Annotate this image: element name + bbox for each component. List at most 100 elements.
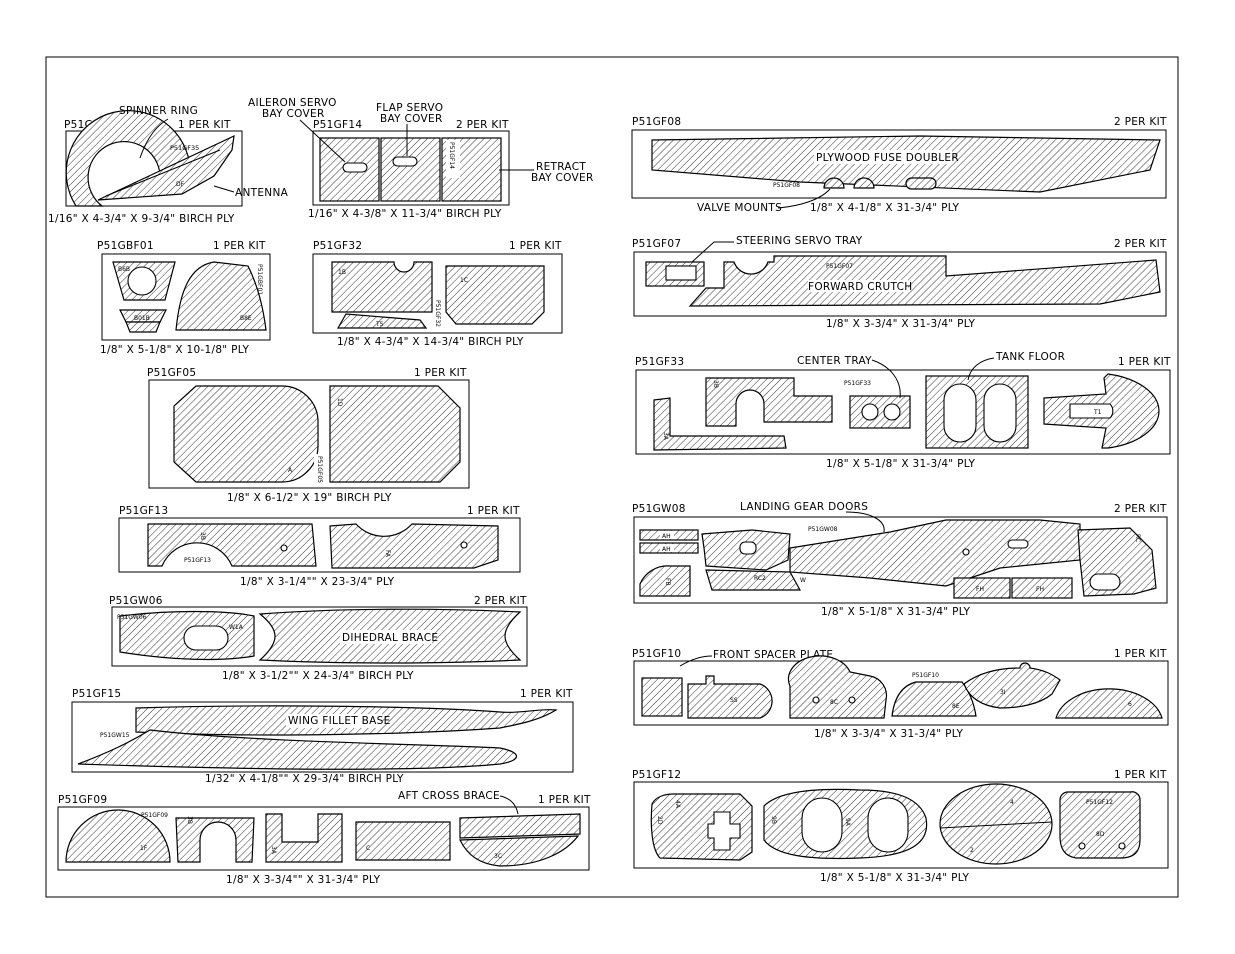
- valve-mount: [853, 177, 875, 189]
- part-3b: [147, 523, 317, 567]
- part-label: P51GF32: [434, 300, 441, 327]
- part-label: A: [288, 467, 293, 474]
- sheet-qty: 1 PER KIT: [414, 367, 467, 379]
- sheet-p51gf35: P51GF35 1 PER KIT P51GF35 DF SPINNER RIN…: [48, 105, 289, 225]
- callout-landing-gear-doors: LANDING GEAR DOORS: [740, 501, 868, 513]
- part-label: DF: [176, 181, 185, 188]
- part-label: 2: [970, 847, 974, 854]
- sheet-material: 1/8" X 5-1/8" X 31-3/4" PLY: [826, 458, 975, 470]
- part-label: P51GF33: [844, 380, 871, 387]
- sheet-material: 1/8" X 3-3/4" X 31-3/4" PLY: [814, 728, 963, 740]
- part-3c: [459, 835, 580, 867]
- flap-servo-cover: [380, 137, 441, 202]
- part-label: P51GW06: [117, 614, 147, 621]
- sheet-id: P51GF05: [147, 367, 196, 379]
- callout-retract: RETRACT: [536, 161, 586, 173]
- part-label: SS: [730, 697, 738, 704]
- bulkhead-part: [173, 385, 319, 483]
- part-label: P51GF05: [316, 456, 323, 483]
- sheet-p51gf33: P51GF33 1 PER KIT 3A 3B P51GF33 CENTER T…: [635, 351, 1171, 470]
- sheet-p51gf09: P51GF09 1 PER KIT 1F P51GF09 3B 3A C 3C …: [57, 790, 591, 886]
- sheet-qty: 1 PER KIT: [538, 794, 591, 806]
- sheet-qty: 2 PER KIT: [1114, 116, 1167, 128]
- sheet-qty: 1 PER KIT: [1114, 769, 1167, 781]
- part-1c: [445, 265, 545, 325]
- sheet-material: 1/16" X 4-3/8" X 11-3/4" BIRCH PLY: [308, 208, 502, 220]
- callout-tank-floor: TANK FLOOR: [995, 351, 1065, 363]
- sheet-p51gf05: P51GF05 1 PER KIT 1D A P51GF05 1/8" X 6-…: [147, 367, 470, 504]
- callout-spinner-ring: SPINNER RING: [119, 105, 198, 117]
- part-3b: [705, 377, 833, 427]
- callout-antenna: ANTENNA: [235, 187, 289, 199]
- sheet-qty: 1 PER KIT: [213, 240, 266, 252]
- aft-cross-brace: [459, 813, 581, 839]
- sheet-p51gf13: P51GF13 1 PER KIT 3B P51GF13 FA 1/8" X 3…: [118, 505, 521, 588]
- part-label: W1A: [229, 624, 244, 631]
- callout-forward-crutch: FORWARD CRUTCH: [808, 281, 912, 293]
- sheet-p51gf15: P51GF15 1 PER KIT WING FILLET BASE P51GW…: [71, 688, 574, 785]
- part-label: FB: [664, 578, 671, 586]
- part-label: P51GF13: [184, 557, 211, 564]
- sheet-id: P51GF09: [58, 794, 107, 806]
- part-3a: [265, 813, 343, 863]
- sheet-material: 1/8" X 5-1/8" X 31-3/4" PLY: [821, 606, 970, 618]
- part-label: 9A: [844, 818, 851, 827]
- part-ss: [687, 675, 773, 719]
- part-label: 1F: [140, 845, 148, 852]
- sheet-id: P51GF12: [632, 769, 681, 781]
- part-label: 8D: [1096, 831, 1105, 838]
- sheet-p51gf10: P51GF10 1 PER KIT FRONT SPACER PLATE SS …: [632, 648, 1169, 740]
- part-label: 4: [1010, 799, 1014, 806]
- part-label: P51GF12: [1086, 799, 1113, 806]
- sheet-qty: 1 PER KIT: [467, 505, 520, 517]
- sheet-qty: 2 PER KIT: [1114, 503, 1167, 515]
- callout-dihedral-brace: DIHEDRAL BRACE: [342, 632, 438, 644]
- part-c: [355, 821, 451, 861]
- part-label: P51GF10: [912, 672, 939, 679]
- sheet-material: 1/8" X 3-1/2"" X 24-3/4" BIRCH PLY: [222, 670, 414, 682]
- part-fb: [639, 565, 691, 597]
- part-label: 8E: [952, 703, 960, 710]
- sheet-id: P51GF14: [313, 119, 362, 131]
- sheet-qty: 2 PER KIT: [1114, 238, 1167, 250]
- part-label: P51GF08: [773, 182, 800, 189]
- sheet-qty: 1 PER KIT: [520, 688, 573, 700]
- part-label: P51GF14: [448, 142, 455, 169]
- part-6: [1055, 688, 1163, 719]
- sheet-p51gf07: P51GF07 2 PER KIT FORWARD CRUTCH P51GF07…: [632, 235, 1167, 330]
- part-fh: [953, 577, 1011, 599]
- sheet-qty: 1 PER KIT: [1118, 356, 1171, 368]
- part-label: P51GF35: [170, 144, 199, 152]
- front-spacer-plate: [641, 677, 683, 717]
- sheet-material: 1/8" X 3-3/4" X 31-3/4" PLY: [826, 318, 975, 330]
- part-label: P51GW15: [100, 732, 130, 739]
- bulkhead-8e: [175, 261, 267, 331]
- part-label: 4A: [674, 800, 681, 809]
- sheet-material: 1/16" X 4-3/4" X 9-3/4" BIRCH PLY: [48, 213, 235, 225]
- sheet-material: 1/8" X 5-1/8" X 31-3/4" PLY: [820, 872, 969, 884]
- callout-steering-servo-tray: STEERING SERVO TRAY: [736, 235, 863, 247]
- sheet-id: P51GF10: [632, 648, 681, 660]
- part-3i: [963, 662, 1061, 709]
- part-label: 1B: [338, 269, 346, 276]
- part-label: T1: [1093, 409, 1102, 416]
- part-label: 6: [1128, 701, 1132, 708]
- part-label: RC2: [754, 575, 766, 582]
- valve-mount: [905, 177, 937, 190]
- part-fh: [1011, 577, 1073, 599]
- part-8e: [891, 681, 977, 717]
- forward-crutch: [688, 255, 1161, 307]
- part-label: 3B: [186, 816, 193, 824]
- part-3b-frame: [175, 817, 255, 863]
- sheet-id: P51GF08: [632, 116, 681, 128]
- sheet-p51gf12: P51GF12 1 PER KIT 4A 2D 9B 9A 4 2 P51GF1…: [632, 769, 1169, 884]
- sheet-material: 1/8" X 4-1/8" X 31-3/4" PLY: [810, 202, 959, 214]
- callout-flap-servo: FLAP SERVO: [376, 102, 443, 114]
- part-label: C: [366, 845, 370, 852]
- part-label: B8E: [240, 315, 252, 322]
- part-label: AH: [662, 533, 671, 540]
- sheet-p51gf32: P51GF32 1 PER KIT 1B 1C TS P51GF32 1/8" …: [312, 240, 563, 348]
- sheet-p51gf14: P51GF14 2 PER KIT P51GF14 AILERON SERVO …: [248, 97, 593, 220]
- part-8c: [787, 655, 888, 719]
